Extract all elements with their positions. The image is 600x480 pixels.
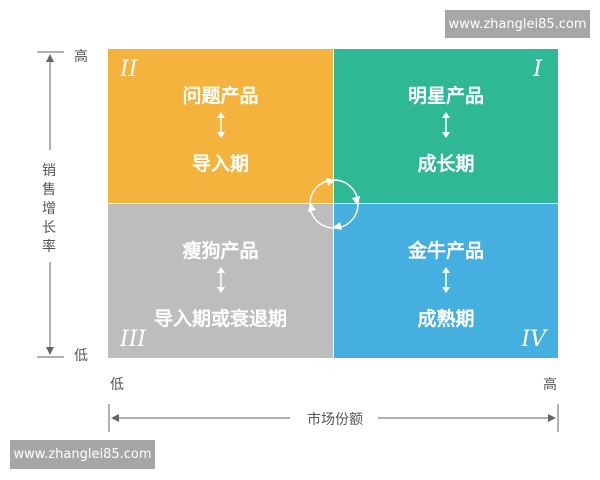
quadrant-stage: 导入期	[191, 153, 249, 175]
vertical-divider	[333, 49, 334, 358]
quadrant-stage: 成熟期	[417, 308, 475, 330]
quadrant-stage: 导入期或衰退期	[153, 308, 287, 330]
y-axis-title-char: 销	[42, 163, 56, 179]
y-axis-title-char: 长	[42, 220, 56, 236]
quadrant-title: 明星产品	[407, 85, 484, 107]
y-axis-low-label: 低	[74, 348, 88, 364]
quadrant-numeral: III	[120, 327, 147, 352]
x-axis-title: 市场份额	[300, 409, 370, 429]
quadrant-title: 问题产品	[182, 85, 259, 107]
quadrant-star: I 明星产品 成长期	[334, 49, 558, 203]
watermark-bottom: www.zhanglei85.com	[10, 440, 155, 469]
quadrant-numeral: I	[533, 57, 542, 82]
quadrant-numeral: IV	[521, 327, 546, 352]
double-arrow-icon	[442, 112, 450, 138]
double-arrow-icon	[216, 267, 225, 293]
quadrant-numeral: II	[120, 57, 138, 82]
y-axis-title-char: 率	[42, 239, 56, 255]
quadrant-stage: 成长期	[417, 153, 475, 175]
quadrant-cash-cow: IV 金牛产品 成熟期	[334, 204, 558, 358]
y-axis-title-char: 增	[42, 201, 56, 217]
double-arrow-icon	[442, 267, 450, 293]
cycle-arrows-icon	[308, 178, 360, 230]
y-axis-title: 销 售 增 长 率	[41, 162, 57, 257]
double-arrow-icon	[216, 112, 225, 138]
quadrant-title: 瘦狗产品	[182, 240, 259, 262]
y-axis-high-label: 高	[74, 49, 88, 65]
quadrant-question: II 问题产品 导入期	[108, 49, 333, 203]
quadrant-dog: III 瘦狗产品 导入期或衰退期	[108, 204, 333, 358]
watermark-top: www.zhanglei85.com	[445, 10, 590, 38]
x-axis-high-label: 高	[543, 377, 557, 393]
quadrant-title: 金牛产品	[407, 240, 484, 262]
y-axis-title-char: 售	[42, 182, 56, 198]
x-axis-low-label: 低	[110, 377, 124, 393]
